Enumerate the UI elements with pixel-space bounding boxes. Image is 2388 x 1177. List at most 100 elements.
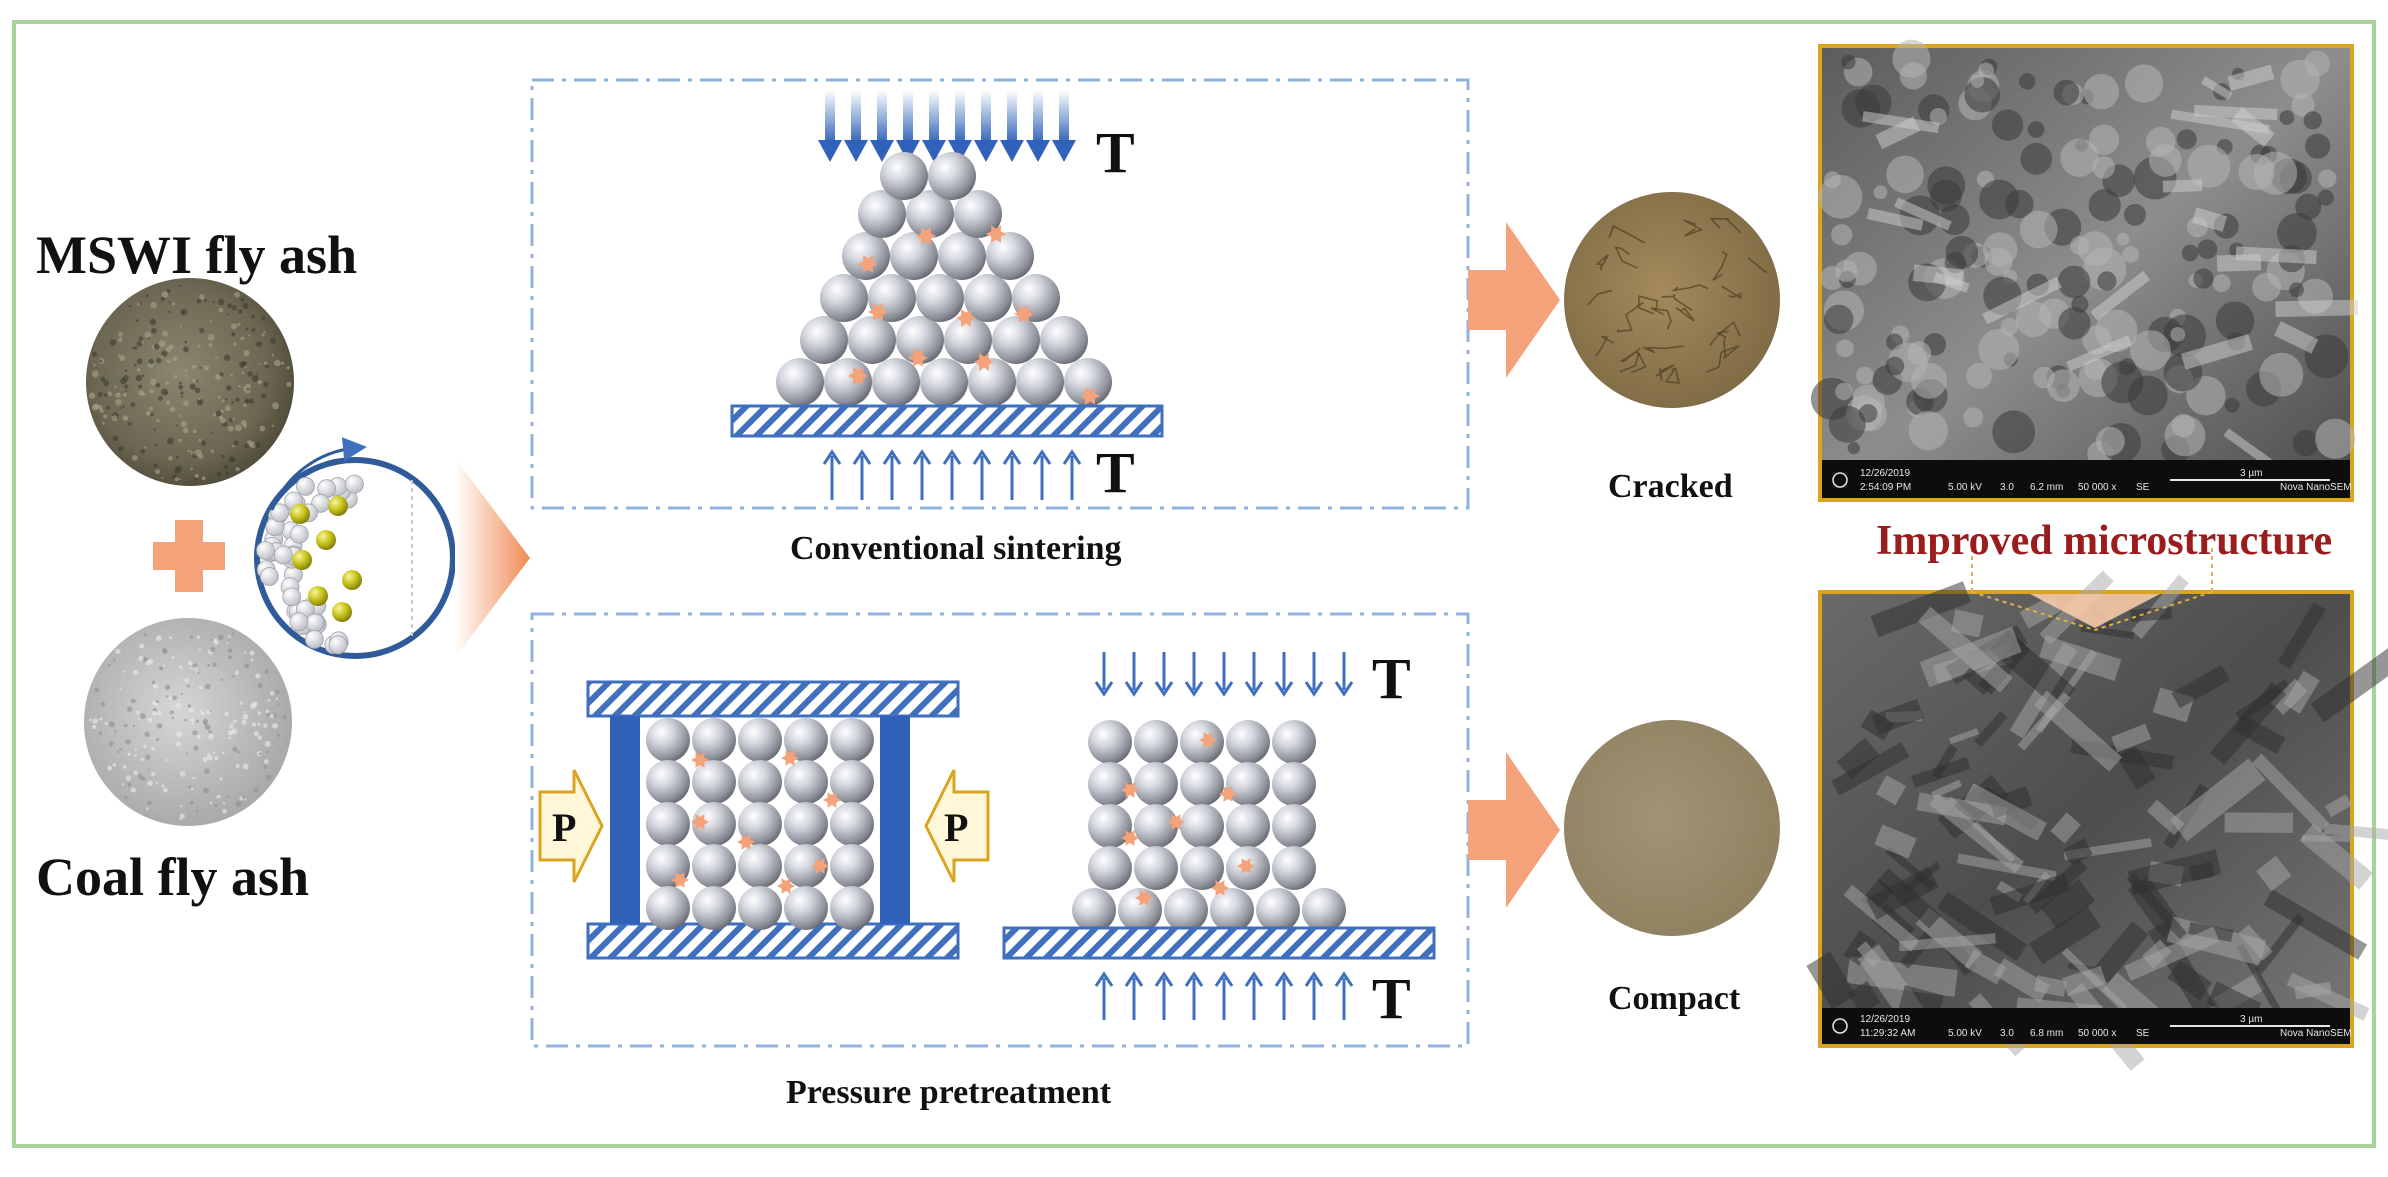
particle — [646, 802, 690, 846]
sem-grain — [2095, 426, 2125, 456]
sem-grain — [2304, 50, 2330, 77]
sem-plate — [2111, 723, 2152, 753]
speckle — [254, 441, 261, 448]
crack-line — [1721, 285, 1742, 300]
temperature-label-bottom: T — [1096, 440, 1135, 505]
additive-particle — [986, 225, 1006, 243]
speckle — [234, 424, 242, 432]
speckle — [204, 724, 211, 731]
sem-grain — [2224, 397, 2240, 413]
particle — [1272, 804, 1316, 848]
left-pressure-arrow-icon — [538, 769, 604, 883]
sem-plate — [2127, 849, 2222, 896]
speckle — [92, 718, 98, 724]
sem-image-bottom — [1806, 570, 2388, 1071]
heat-arrow-head — [912, 449, 932, 465]
mixing-particle — [282, 587, 302, 607]
speckle — [263, 723, 268, 728]
sem-plate — [1843, 884, 1920, 952]
speckle — [218, 634, 224, 640]
improvement-pointer — [1971, 548, 2213, 631]
sem-grain — [1929, 107, 1947, 126]
sem-grain — [2015, 301, 2052, 338]
speckle — [232, 746, 238, 752]
particle — [968, 358, 1016, 406]
mixing-particle — [305, 613, 325, 633]
speckle — [98, 731, 103, 736]
speckle — [88, 718, 92, 721]
heat-down-shaft — [1059, 90, 1069, 144]
speckle — [203, 365, 210, 371]
heat-down-shaft — [877, 90, 887, 144]
speckle — [195, 809, 199, 812]
speckle — [138, 336, 143, 341]
heat-arrow-head — [1244, 971, 1264, 987]
speckle — [227, 729, 234, 736]
speckle — [241, 719, 247, 725]
speckle — [155, 737, 160, 741]
speckle — [179, 813, 185, 819]
sem-plate — [1910, 756, 1971, 788]
speckle — [261, 393, 267, 399]
particle — [784, 760, 828, 804]
particle — [906, 190, 954, 238]
crack-line — [1595, 254, 1609, 271]
speckle — [179, 414, 182, 418]
die-particle-pack — [646, 718, 874, 930]
speckle — [144, 446, 147, 449]
speckle — [194, 473, 199, 478]
speckle — [202, 718, 209, 724]
speckle — [97, 392, 103, 397]
particle — [646, 760, 690, 804]
speckle — [148, 406, 153, 411]
sem-scale: 3 µm — [2240, 468, 2262, 479]
additive-particle — [1135, 890, 1153, 906]
speckle — [183, 373, 187, 376]
speckle — [168, 695, 173, 700]
speckle — [165, 391, 168, 395]
speckle — [263, 381, 269, 388]
sem-plate — [2092, 921, 2149, 983]
speckle — [220, 678, 223, 682]
speckle — [187, 661, 193, 666]
particle — [944, 316, 992, 364]
sem-grain — [2116, 232, 2130, 246]
cracked-label: Cracked — [1608, 468, 1733, 505]
conventional-heat-down-arrows — [818, 90, 1076, 162]
mswi-fly-ash-photo — [86, 278, 294, 486]
sem-rod — [1912, 264, 1964, 287]
speckle — [244, 663, 250, 669]
speckle — [98, 359, 103, 363]
heat-arrow-head — [1244, 681, 1264, 697]
speckle — [265, 709, 270, 714]
speckle — [162, 330, 169, 337]
mixing-particle — [289, 612, 309, 632]
speckle — [147, 780, 154, 787]
speckle — [175, 702, 181, 708]
speckle — [119, 748, 122, 751]
speckle — [269, 713, 275, 719]
speckle — [232, 417, 235, 421]
sem-rod — [2191, 207, 2228, 232]
sem-grain — [1979, 179, 2019, 220]
speckle — [222, 808, 228, 814]
particle — [1180, 762, 1224, 806]
speckle — [193, 745, 199, 751]
sem-grain — [2084, 358, 2106, 380]
result-arrow-top-icon — [1468, 222, 1560, 378]
heat-down-head — [896, 140, 920, 162]
pressure-heat-up-arrows — [1094, 971, 1354, 1020]
sem-grain — [1823, 171, 1841, 189]
speckle — [150, 378, 157, 386]
speckle — [144, 731, 150, 737]
sem-plate — [1994, 958, 2051, 1003]
speckle — [151, 327, 157, 334]
speckle — [102, 414, 108, 419]
sem-grain — [2088, 189, 2121, 222]
particle — [1088, 720, 1132, 764]
speckle — [134, 753, 137, 757]
heat-arrow-head — [822, 449, 842, 465]
speckle — [226, 641, 229, 645]
speckle — [127, 752, 131, 757]
